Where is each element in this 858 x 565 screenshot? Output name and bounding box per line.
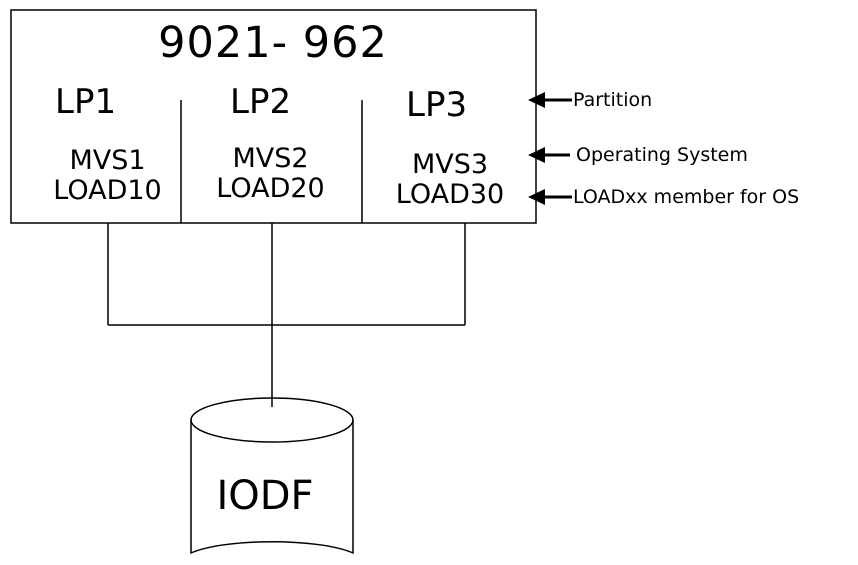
partition-3-os-name: MVS3 xyxy=(411,149,489,180)
processor-box xyxy=(10,9,537,224)
partition-3-os: MVS3 LOAD30 xyxy=(364,150,536,210)
partition-2-name: LP2 xyxy=(230,82,292,122)
processor-title: 9021- 962 xyxy=(158,18,388,68)
annotation-partition: Partition xyxy=(573,89,653,111)
annotation-operating-system: Operating System xyxy=(576,144,748,166)
partition-1-os: MVS1 LOAD10 xyxy=(20,146,195,206)
arrow-load-member xyxy=(528,189,572,205)
iodf-label: IODF xyxy=(216,473,314,519)
partition-2-os-name: MVS2 xyxy=(232,143,309,174)
partition-3-load-member: LOAD30 xyxy=(395,179,505,210)
partition-2-load-member: LOAD20 xyxy=(216,173,325,204)
partition-1-os-name: MVS1 xyxy=(69,145,146,176)
partition-1-name: LP1 xyxy=(55,82,117,122)
partition-3-name: LP3 xyxy=(406,85,468,125)
partition-1-load-member: LOAD10 xyxy=(53,175,162,206)
iodf-cylinder xyxy=(190,397,354,555)
partition-2-os: MVS2 LOAD20 xyxy=(183,144,358,204)
arrow-operating-system xyxy=(528,147,570,163)
annotation-load-member: LOADxx member for OS xyxy=(573,186,800,208)
arrow-partition xyxy=(528,92,572,108)
